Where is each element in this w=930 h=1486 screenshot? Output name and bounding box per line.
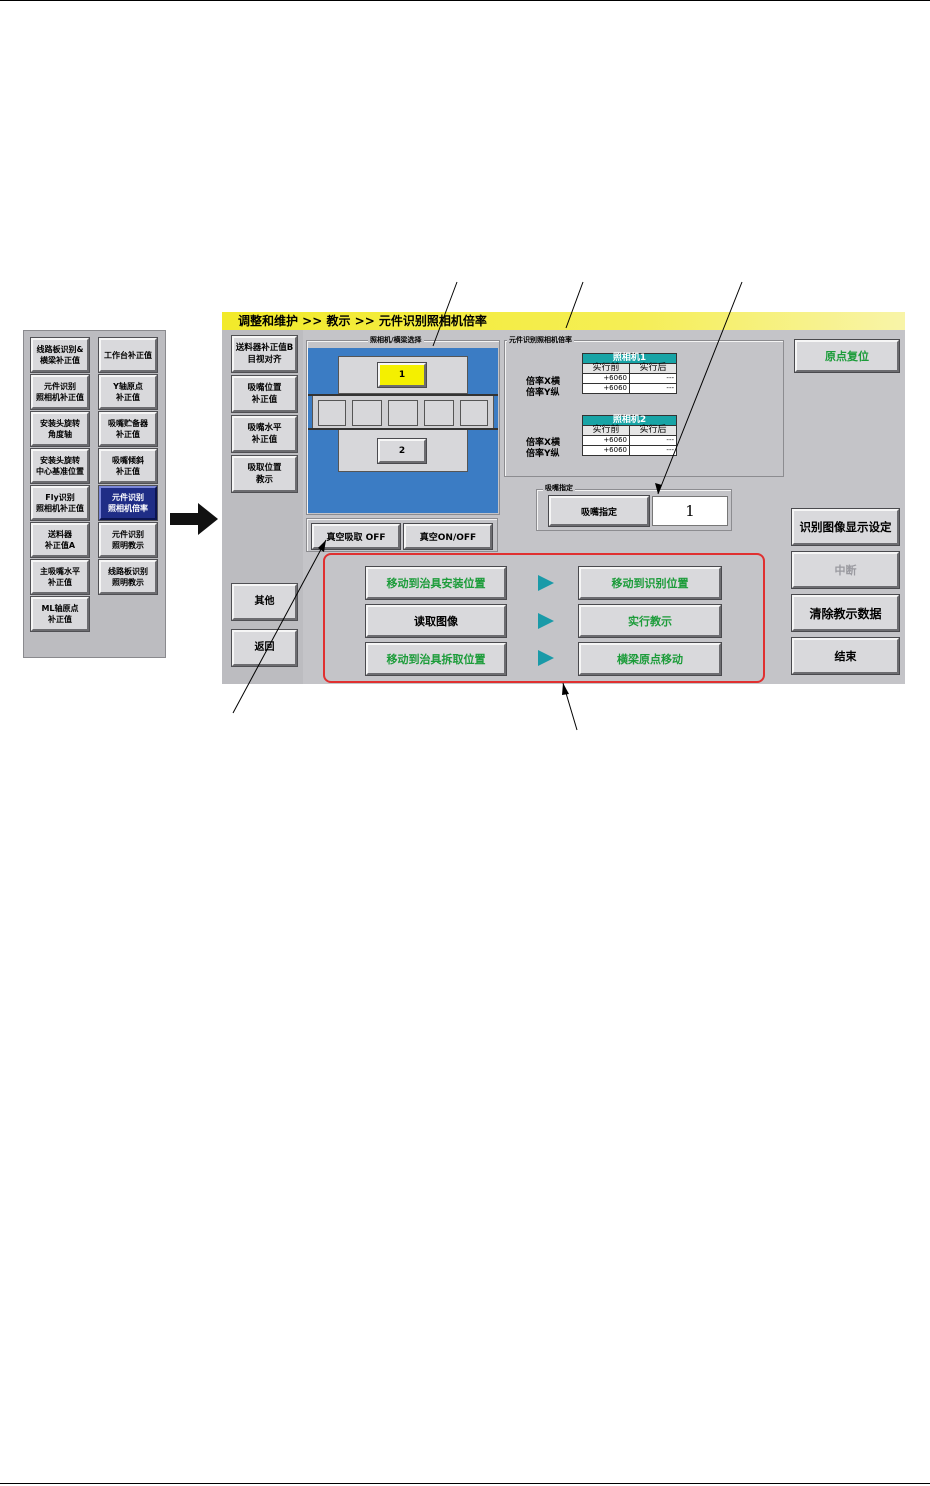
beam-origin-move-button[interactable]: 横梁原点移动: [579, 643, 721, 675]
origin-reset-button[interactable]: 原点复位: [795, 340, 899, 372]
menu-main-nozzle-level[interactable]: 主吸嘴水平 补正值: [31, 560, 89, 594]
cam1-magnification-table: 照相机1 实行前 实行后 +6060 --- +6060 ---: [582, 353, 677, 394]
nozzle-title: 吸嘴指定: [543, 484, 575, 493]
left-menu-panel: 线路板识别& 横梁补正值 工作台补正值 元件识别 照相机补正值 Y轴原点 补正值…: [23, 330, 166, 658]
cam2-magnification-table: 照相机2 实行前 实行后 +6060 --- +6060 ---: [582, 415, 677, 456]
magnification-group: [504, 340, 784, 477]
menu-ml-origin-correction[interactable]: ML轴原点 补正值: [31, 597, 89, 631]
menu-feeder-correction-a[interactable]: 送料器 补正值A: [31, 523, 89, 557]
callout-line-title: [565, 281, 584, 329]
rail-line-top: [308, 394, 498, 396]
beam-upper-block: [338, 356, 468, 394]
camera-2-button[interactable]: 2: [378, 439, 426, 463]
nozzle-select-button[interactable]: 吸嘴指定: [549, 496, 649, 526]
move-recognition-button[interactable]: 移动到识别位置: [579, 567, 721, 599]
interrupt-button[interactable]: 中断: [792, 552, 899, 588]
cam2-y-after: ---: [629, 445, 677, 456]
menu-table-correction[interactable]: 工作台补正值: [99, 338, 157, 372]
cam1-row-labels: 倍率X横 倍率Y纵: [526, 377, 560, 398]
side-feeder-correction-b[interactable]: 送料器补正值B 目视对齐: [232, 336, 297, 372]
camera-1-button[interactable]: 1: [378, 363, 426, 387]
menu-pcb-beam-correction[interactable]: 线路板识别& 横梁补正值: [31, 338, 89, 372]
menu-y-origin-correction[interactable]: Y轴原点 补正值: [99, 375, 157, 409]
vacuum-group: [306, 518, 498, 552]
callout-arrowhead: [562, 683, 569, 695]
rail-line-bottom: [308, 428, 498, 430]
top-rule: [0, 0, 930, 1]
bottom-rule: [0, 1483, 930, 1484]
step-arrow-icon: [538, 575, 554, 591]
menu-pcb-light-teach[interactable]: 线路板识别 照明教示: [99, 560, 157, 594]
head-slot: [318, 400, 346, 426]
cam2-row-labels: 倍率X横 倍率Y纵: [526, 438, 560, 459]
side-nozzle-level[interactable]: 吸嘴水平 补正值: [232, 416, 297, 452]
image-display-setting-button[interactable]: 识别图像显示设定: [792, 509, 899, 545]
head-slot: [388, 400, 418, 426]
side-nozzle-position[interactable]: 吸嘴位置 补正值: [232, 376, 297, 412]
teach-steps-frame: [323, 553, 765, 683]
step-arrow-icon: [538, 613, 554, 629]
menu-nozzle-tilt-correction[interactable]: 吸嘴倾斜 补正值: [99, 449, 157, 483]
callout-line-vacuum: [232, 539, 327, 714]
menu-part-camera-magnification[interactable]: 元件识别 照相机倍率: [99, 486, 157, 520]
move-fixture-install-button[interactable]: 移动到治具安装位置: [366, 567, 506, 599]
callout-line-nozzle: [657, 281, 743, 495]
execute-teach-button[interactable]: 实行教示: [579, 605, 721, 637]
menu-part-camera-correction[interactable]: 元件识别 照相机补正值: [31, 375, 89, 409]
breadcrumb-title-bar: 调整和维护 >> 教示 >> 元件识别照相机倍率: [222, 312, 905, 330]
callout-arrowhead: [655, 483, 662, 494]
head-slot: [460, 400, 488, 426]
vacuum-status-button[interactable]: 真空吸取 OFF: [312, 524, 400, 549]
nozzle-number-field[interactable]: 1: [652, 496, 728, 526]
right-arrow-icon: [170, 503, 218, 535]
head-slot: [424, 400, 454, 426]
magnification-title: 元件识别照相机倍率: [507, 336, 574, 345]
back-button[interactable]: 返回: [232, 630, 297, 666]
vacuum-toggle-button[interactable]: 真空ON/OFF: [404, 524, 492, 549]
menu-part-light-teach[interactable]: 元件识别 照明教示: [99, 523, 157, 557]
menu-nozzle-stocker-correction[interactable]: 吸嘴贮备器 补正值: [99, 412, 157, 446]
move-fixture-remove-button[interactable]: 移动到治具拆取位置: [366, 643, 506, 675]
callout-line-camera-select: [432, 281, 458, 347]
nozzle-group: [536, 489, 732, 531]
camera-diagram: 1 2: [308, 348, 498, 513]
finish-button[interactable]: 结束: [792, 638, 899, 674]
clear-teach-data-button[interactable]: 清除教示数据: [792, 595, 899, 631]
side-pick-position-teach[interactable]: 吸取位置 教示: [232, 456, 297, 492]
camera-select-title: 照相机/横梁选择: [368, 336, 424, 345]
head-slot: [352, 400, 382, 426]
menu-head-rotation-axis[interactable]: 安装头旋转 角度轴: [31, 412, 89, 446]
step-arrow-icon: [538, 650, 554, 666]
menu-fly-camera-correction[interactable]: Fly识别 照相机补正值: [31, 486, 89, 520]
cam1-y-after: ---: [629, 383, 677, 394]
side-menu: 送料器补正值B 目视对齐 吸嘴位置 补正值 吸嘴水平 补正值 吸取位置 教示 其…: [222, 330, 303, 684]
menu-head-rotation-center[interactable]: 安装头旋转 中心基准位置: [31, 449, 89, 483]
callout-arrowhead: [318, 540, 326, 552]
read-image-button[interactable]: 读取图像: [366, 605, 506, 637]
